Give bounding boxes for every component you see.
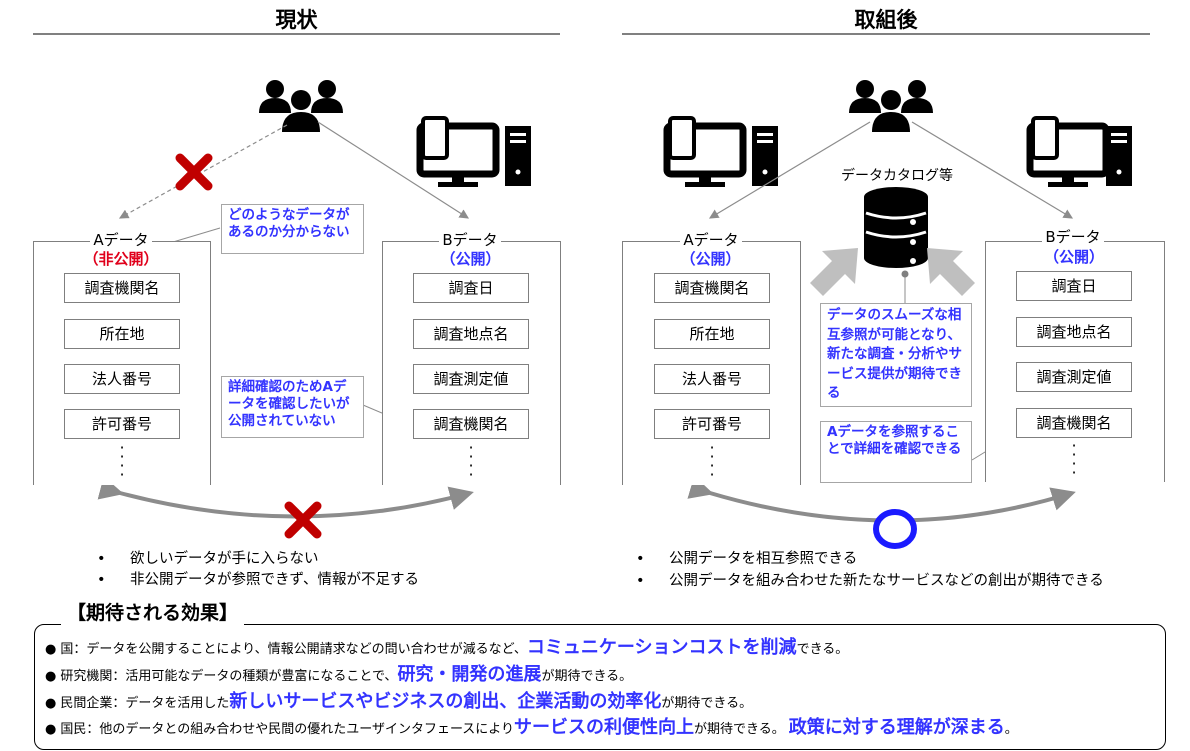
panel-b-status: （公開） <box>440 250 501 268</box>
users-icon <box>849 80 933 132</box>
field-item: 調査機関名 <box>1016 408 1132 438</box>
note-data-not-public: 詳細確認のためAデータを確認したいが公開されていない <box>221 376 364 438</box>
note-smooth-reference: データのスムーズな相互参照が可能となり、新たな調査・分析やサービス提供が期待でき… <box>820 303 972 407</box>
panel-a-title: Aデータ <box>683 231 739 249</box>
field-item: 調査日 <box>1016 271 1132 301</box>
users-icon <box>259 80 343 132</box>
field-item: 調査地点名 <box>1016 317 1132 347</box>
effect-text: 国：データを公開することにより、情報公開請求などの問い合わせが減るなど、 <box>60 642 527 657</box>
field-item: 調査測定値 <box>413 364 529 394</box>
field-item: 所在地 <box>64 319 180 349</box>
right-heading: 取組後 <box>854 8 918 32</box>
note-detail-check: Aデータを参照することで詳細を確認できる <box>820 421 972 483</box>
effect-text: 研究機関：活用可能なデータの種類が豊富になることで、 <box>60 669 398 684</box>
panel-b-status: （公開） <box>1043 248 1104 266</box>
effect-row: ●研究機関：活用可能なデータの種類が豊富になることで、研究・開発の進展が期待でき… <box>45 661 632 690</box>
field-item: 調査日 <box>413 273 529 303</box>
effect-row: ●国民：他のデータとの組み合わせや民間の優れたユーザインタフェースによりサービス… <box>45 714 1018 743</box>
circle-icon <box>873 509 917 549</box>
list-item: • <box>636 573 645 589</box>
computer-icon <box>663 116 778 187</box>
field-item: 調査地点名 <box>413 319 529 349</box>
effect-highlight: 新しいサービスやビジネスの創出、企業活動の効率化 <box>229 691 662 712</box>
field-item: 所在地 <box>654 319 770 349</box>
list-item: • <box>636 551 645 567</box>
effects-heading: 【期待される効果】 <box>61 598 245 625</box>
bullet-icon: ● <box>45 669 57 684</box>
arrow-up-right-icon <box>927 248 975 296</box>
list-item-text: 公開データを組み合わせた新たなサービスなどの創出が期待できる <box>669 573 1104 589</box>
note-unknown-data: どのようなデータがあるのか分からない <box>221 204 364 254</box>
panel-a-status: （非公開） <box>83 250 159 268</box>
ellipsis-vertical: ···· <box>1071 436 1077 482</box>
right-panel-a-header: Aデータ <box>680 231 742 249</box>
right-panel-b-header: Bデータ <box>1042 228 1104 246</box>
effect-text: が期待できる。 <box>694 722 785 737</box>
bullet-icon: ● <box>45 642 57 657</box>
field-item: 調査機関名 <box>413 409 529 439</box>
left-heading: 現状 <box>275 8 318 32</box>
panel-b-title: Bデータ <box>442 231 498 249</box>
field-item: 法人番号 <box>654 364 770 394</box>
computer-icon <box>416 116 531 187</box>
panel-b-title: Bデータ <box>1045 228 1101 246</box>
list-item-text: 欲しいデータが手に入らない <box>130 551 319 567</box>
list-item: • <box>97 551 106 567</box>
ellipsis-vertical: ···· <box>468 438 474 484</box>
arrow-up-left-icon <box>810 248 858 296</box>
panel-a-status: （公開） <box>680 250 741 268</box>
left-panel-a <box>33 241 211 485</box>
cross-icon <box>284 501 322 539</box>
list-item-text: 公開データを相互参照できる <box>669 551 858 567</box>
effect-text: 民間企業：データを活用した <box>60 696 230 711</box>
ellipsis-vertical: ···· <box>119 438 125 484</box>
bullet-icon: ● <box>45 696 57 711</box>
left-panel-a-header: Aデータ <box>90 231 152 249</box>
catalog-label: データカタログ等 <box>841 168 953 184</box>
effect-text: 。 <box>1004 722 1018 737</box>
effects-box <box>34 624 1166 750</box>
effect-highlight: サービスの利便性向上 <box>514 717 695 738</box>
effect-row: ●国：データを公開することにより、情報公開請求などの問い合わせが減るなど、コミュ… <box>45 634 848 663</box>
effect-row: ●民間企業：データを活用した新しいサービスやビジネスの創出、企業活動の効率化が期… <box>45 688 752 717</box>
effect-highlight: 政策に対する理解が深まる <box>788 717 1005 738</box>
field-item: 許可番号 <box>64 409 180 439</box>
effect-highlight: コミュニケーションコストを削減 <box>526 637 797 658</box>
field-item: 調査機関名 <box>64 273 180 303</box>
database-icon <box>864 187 928 268</box>
bullet-icon: ● <box>45 722 57 737</box>
left-panel-b-header: Bデータ <box>439 231 501 249</box>
ellipsis-vertical: ···· <box>709 438 715 484</box>
computer-icon <box>1026 116 1132 187</box>
field-item: 許可番号 <box>654 409 770 439</box>
field-item: 法人番号 <box>64 364 180 394</box>
cross-icon <box>175 153 213 191</box>
effect-text: が期待できる。 <box>661 696 753 711</box>
field-item: 調査機関名 <box>654 273 770 303</box>
effect-text: が期待できる。 <box>541 669 633 684</box>
panel-a-title: Aデータ <box>93 231 149 249</box>
effect-text: できる。 <box>796 642 849 657</box>
effect-highlight: 研究・開発の進展 <box>397 664 542 685</box>
list-item-text: 非公開データが参照できず、情報が不足する <box>130 572 419 588</box>
field-item: 調査測定値 <box>1016 362 1132 392</box>
effect-text: 国民：他のデータとの組み合わせや民間の優れたユーザインタフェースにより <box>60 722 515 737</box>
list-item: • <box>97 572 106 588</box>
